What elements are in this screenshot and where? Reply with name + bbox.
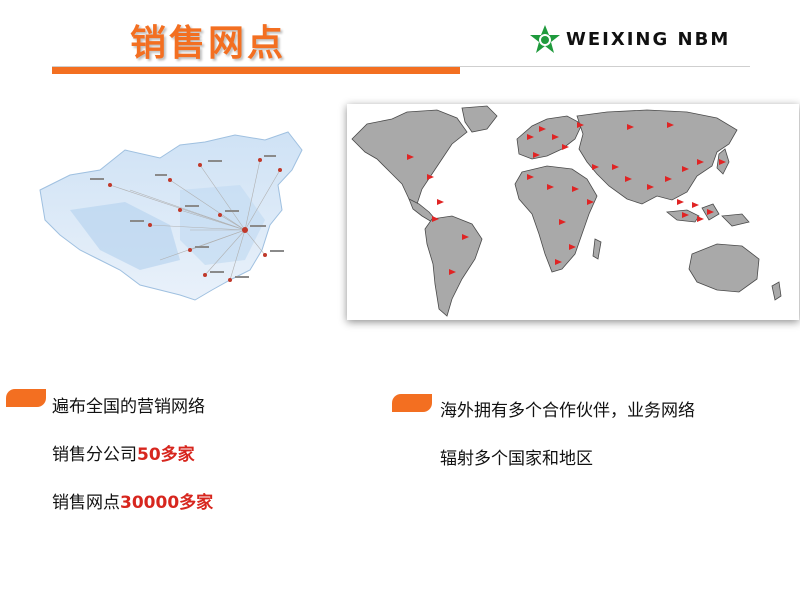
overseas-partners-text: 海外拥有多个合作伙伴，业务网络 xyxy=(440,401,695,421)
header-divider xyxy=(52,66,750,67)
red-flag-marker-icon xyxy=(407,122,726,275)
sales-branches-text: 销售分公司50多家 xyxy=(52,440,195,465)
world-map-panel xyxy=(347,104,799,320)
rounded-tab-bullet-icon xyxy=(392,394,432,412)
world-map xyxy=(351,105,782,317)
star-globe-logo-icon xyxy=(530,25,560,53)
sales-outlets-count: 30000多家 xyxy=(120,493,214,513)
company-logo: WEIXING NBM xyxy=(528,22,753,58)
sales-branches-count: 50多家 xyxy=(137,445,195,465)
domestic-network-text: 遍布全国的营销网络 xyxy=(52,397,205,417)
header-accent-bar xyxy=(52,67,460,74)
sales-outlets-label: 销售网点 xyxy=(52,493,120,513)
overseas-reach-text: 辐射多个国家和地区 xyxy=(440,449,593,469)
china-map xyxy=(39,131,303,301)
sales-branches-label: 销售分公司 xyxy=(52,445,137,465)
rounded-tab-bullet-icon xyxy=(6,389,46,407)
sales-outlets-text: 销售网点30000多家 xyxy=(52,488,213,513)
page-title: 销售网点 xyxy=(130,23,287,64)
logo-wordmark: WEIXING NBM xyxy=(566,29,731,50)
